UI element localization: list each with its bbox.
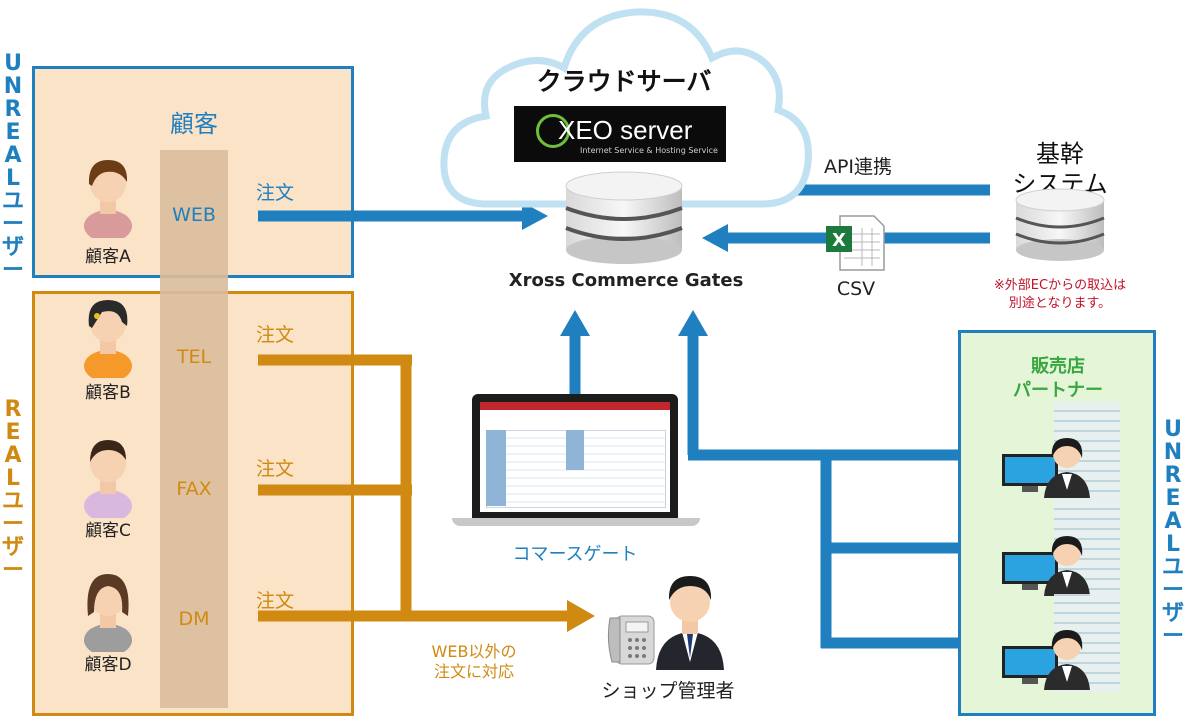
customer-d-avatar: [84, 574, 132, 652]
vertical-label-char: ー: [2, 512, 25, 537]
xeo-logo-text: XEO server: [558, 115, 693, 145]
vertical-label-char: U: [1164, 417, 1182, 442]
vertical-label-char: ー: [2, 558, 25, 583]
screen-form-labels: [486, 430, 506, 506]
non-web-order-note-1: WEB以外の: [431, 642, 517, 661]
core-note-line-2: 別途となります。: [1008, 296, 1112, 311]
xeo-logo-ring: [536, 114, 570, 148]
customer-d-name: 顧客D: [84, 655, 132, 675]
vertical-label-char: L: [5, 166, 21, 191]
vertical-label-char: L: [5, 466, 21, 491]
vertical-label-char: E: [5, 120, 21, 145]
channel-web: WEB: [172, 204, 216, 226]
commerce-gate-laptop: [452, 394, 700, 530]
core-system-title-1: 基幹: [1036, 140, 1084, 168]
shop-manager-avatar: [656, 576, 724, 670]
vertical-label-char: ー: [1162, 578, 1185, 603]
order-label-tel: 注文: [256, 324, 295, 346]
vertical-label-char: R: [4, 97, 22, 122]
monitor-stand: [1022, 486, 1038, 492]
vertical-label-char: ー: [1162, 624, 1185, 649]
xeo-logo-subtitle: Internet Service & Hosting Service: [580, 146, 718, 155]
vertical-label-char: L: [1165, 532, 1181, 557]
vertical-label-char: ー: [2, 258, 25, 283]
laptop-screen: [480, 402, 670, 512]
vertical-label-char: A: [1164, 509, 1182, 534]
customer-b-name: 顧客B: [85, 383, 131, 403]
commerce-gate-label: コマースゲート: [512, 544, 638, 565]
channel-dm: DM: [178, 608, 210, 630]
api-link-label: API連携: [823, 156, 893, 178]
vertical-label-char: R: [1164, 463, 1182, 488]
vertical-label-char: ユ: [2, 189, 25, 214]
customer-b-avatar: [84, 300, 132, 378]
order-label-dm: 注文: [256, 590, 295, 612]
channel-column: [160, 150, 228, 708]
partner-staff-avatar: [1044, 438, 1090, 498]
xross-commerce-gates-label: Xross Commerce Gates: [508, 270, 744, 291]
vertical-label-char: A: [4, 443, 22, 468]
partner-title-1: 販売店: [1031, 356, 1085, 377]
partner-staff-avatar: [1044, 630, 1090, 690]
vertical-label-char: E: [1165, 486, 1181, 511]
customer-a-name: 顧客A: [85, 247, 131, 267]
screen-header-bar: [480, 402, 670, 410]
monitor-icon: [1002, 454, 1058, 486]
partner-station-1: [992, 400, 1132, 500]
customer-c-name: 顧客C: [85, 521, 131, 541]
excel-csv-icon: X: [826, 215, 885, 271]
vertical-label-char: ザ: [2, 535, 25, 560]
vertical-label-char: E: [5, 420, 21, 445]
vertical-label-char: ユ: [2, 489, 25, 514]
partner-station-3: [992, 592, 1132, 692]
laptop-base: [452, 518, 700, 526]
vertical-label-char: A: [4, 143, 22, 168]
vertical-label-char: U: [4, 51, 22, 76]
screen-form-labels-2: [566, 430, 584, 470]
partner-title-2: パートナー: [1013, 380, 1103, 401]
shop-manager-label: ショップ管理者: [601, 680, 735, 702]
core-system-db-icon: [1015, 188, 1105, 261]
monitor-stand: [1022, 678, 1038, 684]
vertical-label-char: R: [4, 397, 22, 422]
xeo-server-logo: XEO server Internet Service & Hosting Se…: [514, 106, 726, 162]
vertical-label-char: N: [1163, 440, 1183, 465]
vertical-label-char: ザ: [1162, 601, 1185, 626]
channel-fax: FAX: [176, 478, 212, 500]
vertical-label-char: ユ: [1162, 555, 1185, 580]
vertical-label-char: N: [3, 74, 23, 99]
monitor-stand: [1022, 584, 1038, 590]
cloud-server-title: クラウドサーバ: [536, 67, 712, 96]
non-web-order-note-2: 注文に対応: [433, 662, 515, 681]
channel-tel: TEL: [176, 346, 212, 368]
telephone-icon: [607, 615, 655, 665]
customer-c-avatar: [84, 440, 132, 518]
svg-text:X: X: [832, 230, 846, 251]
vertical-label-char: ー: [2, 212, 25, 237]
vertical-label-char: ザ: [2, 235, 25, 260]
customer-a-avatar: [84, 160, 132, 238]
core-note-line-1: ※外部ECからの取込は: [993, 278, 1127, 293]
order-label-fax: 注文: [256, 458, 295, 480]
order-label-web: 注文: [256, 182, 295, 204]
csv-label: CSV: [836, 278, 876, 300]
partner-station-2: [992, 498, 1132, 598]
partner-staff-avatar: [1044, 536, 1090, 596]
xross-commerce-db-icon: [565, 171, 683, 264]
monitor-icon: [1002, 552, 1058, 584]
monitor-icon: [1002, 646, 1058, 678]
customers-title: 顧客: [170, 110, 218, 138]
